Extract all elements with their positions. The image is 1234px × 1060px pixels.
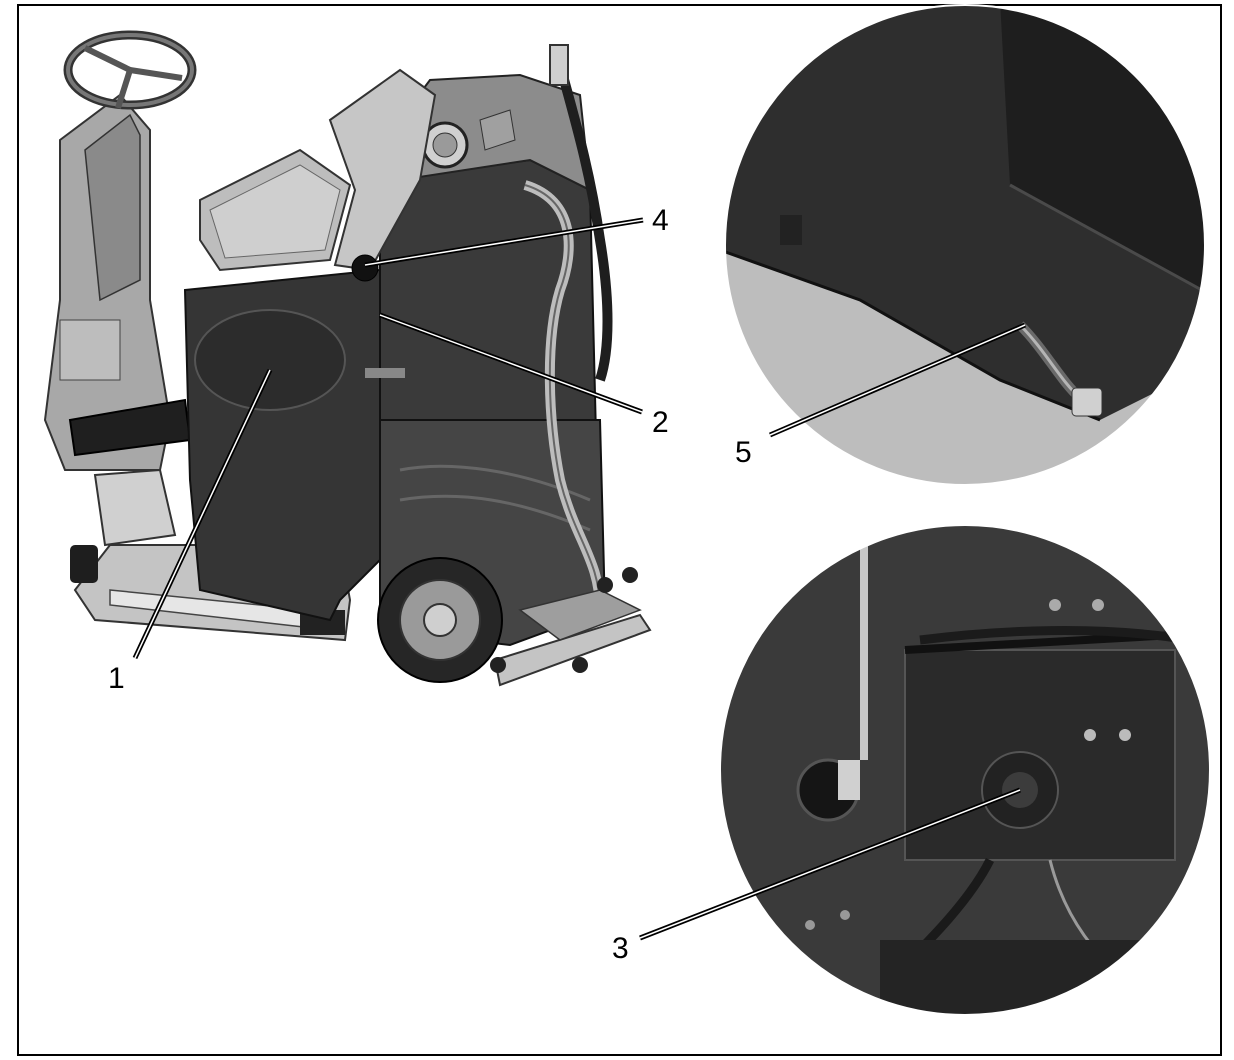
ride-on-scrubber-drawing — [43, 30, 652, 687]
callout-leaders — [132, 217, 1026, 941]
callout-label-1: 1 — [108, 662, 125, 695]
callout-label-5: 5 — [735, 436, 752, 469]
leader-2 — [379, 312, 643, 415]
leader-3 — [639, 787, 1021, 941]
leader-1 — [132, 368, 273, 660]
callout-label-2: 2 — [652, 406, 669, 439]
detail-inset-drain — [724, 4, 1206, 486]
callout-label-3: 3 — [612, 932, 629, 965]
callout-label-4: 4 — [652, 204, 669, 237]
detail-inset-panel — [719, 524, 1211, 1016]
leader-4 — [364, 217, 644, 268]
leader-5 — [769, 322, 1026, 438]
